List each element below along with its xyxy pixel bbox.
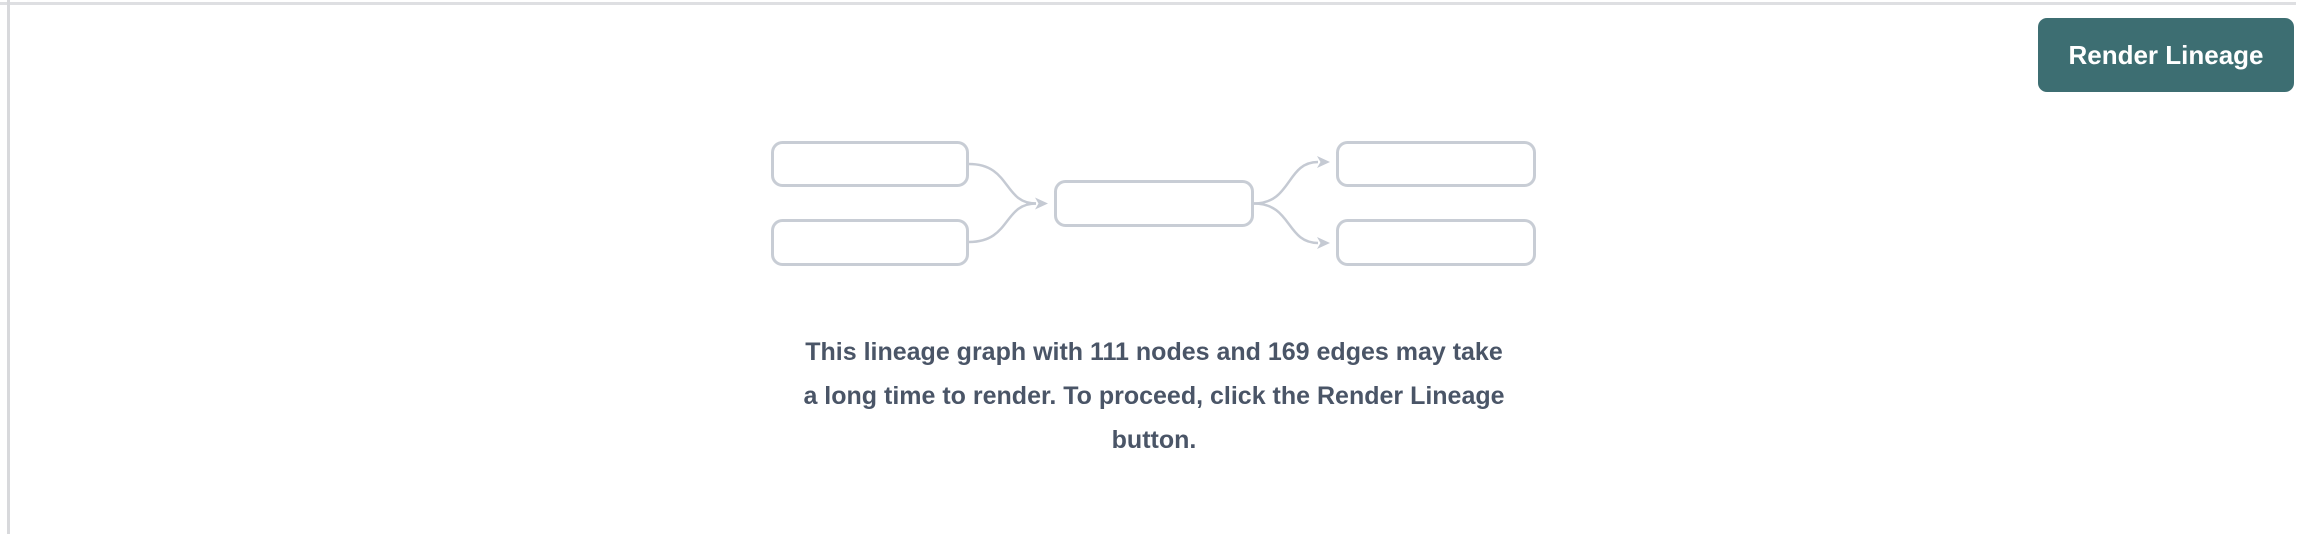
- edge-left-bottom: [968, 202, 1037, 244]
- panel-top-border: [0, 2, 2296, 5]
- arrowhead-center-icon: [1035, 197, 1048, 210]
- arrowhead-right-top-icon: [1317, 156, 1330, 168]
- render-warning-message: This lineage graph with 111 nodes and 16…: [704, 330, 1604, 462]
- lineage-arrowheads: [1035, 156, 1330, 249]
- node-right-bottom: [1336, 219, 1536, 266]
- node-center: [1054, 180, 1254, 227]
- lineage-preview-svg: [771, 141, 1536, 266]
- message-line-2: a long time to render. To proceed, click…: [803, 382, 1505, 410]
- render-lineage-button[interactable]: Render Lineage: [2038, 18, 2294, 92]
- edge-right-bottom: [1253, 202, 1319, 245]
- panel-left-border: [7, 0, 10, 534]
- message-line-3: button.: [1111, 426, 1197, 454]
- node-right-top: [1336, 141, 1536, 187]
- render-lineage-button-label: Render Lineage: [2068, 39, 2264, 70]
- node-left-bottom: [771, 219, 969, 266]
- lineage-nodes: [771, 141, 1536, 266]
- arrowhead-right-bottom-icon: [1317, 237, 1330, 249]
- lineage-preview-graphic: [771, 141, 1537, 267]
- edge-left-top: [968, 162, 1037, 205]
- node-left-top: [771, 141, 969, 187]
- lineage-edges: [968, 160, 1319, 245]
- edge-right-top: [1253, 160, 1319, 205]
- message-line-1: This lineage graph with 111 nodes and 16…: [805, 338, 1503, 366]
